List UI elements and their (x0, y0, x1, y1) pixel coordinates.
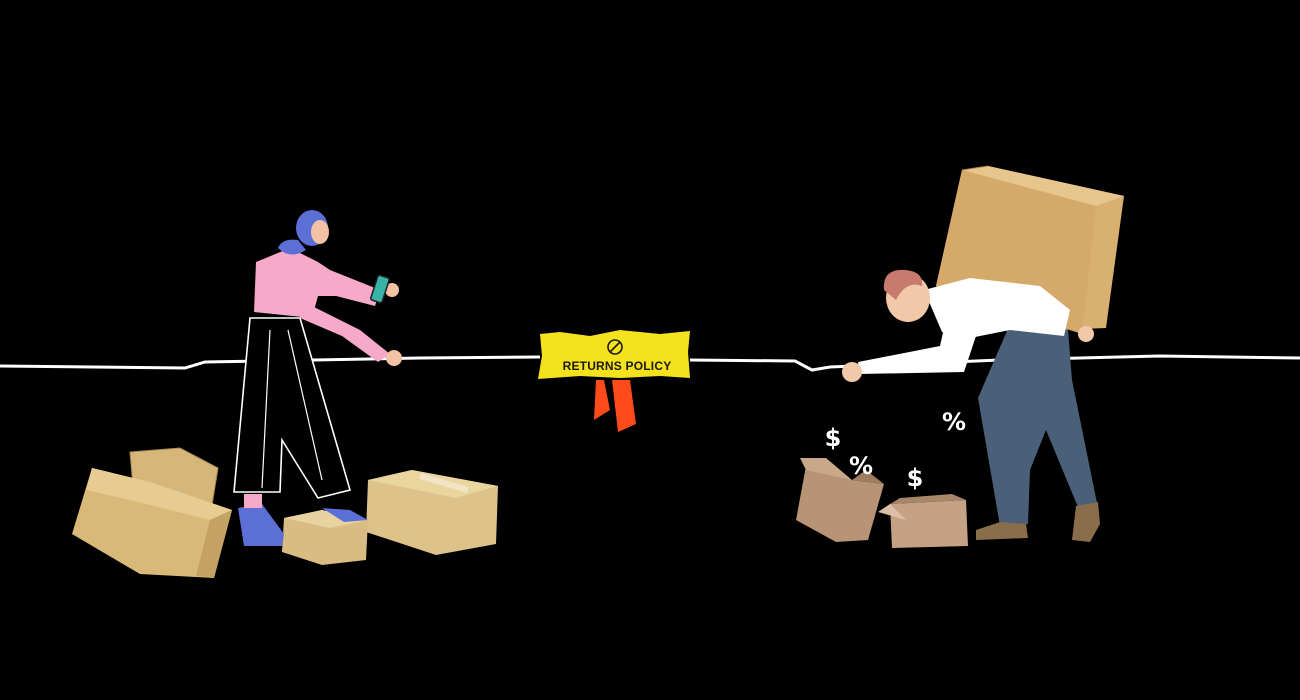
dollar-symbol: $ (825, 424, 842, 452)
returns-policy-sign: RETURNS POLICY (538, 330, 690, 432)
cardboard-box (282, 510, 368, 565)
sign-label: RETURNS POLICY (563, 359, 672, 373)
sign-ribbon (612, 380, 636, 432)
open-cardboard-box (878, 494, 968, 548)
percent-symbol: % (942, 408, 966, 436)
man-carrying-box (842, 165, 1124, 542)
dollar-symbol: $ (907, 464, 924, 492)
left-box-stack (72, 447, 498, 578)
open-cardboard-box (796, 458, 884, 542)
woman-pulling-rope (233, 210, 402, 546)
rope (0, 354, 1300, 372)
cardboard-box (72, 468, 232, 578)
prohibited-icon (607, 339, 623, 355)
right-open-boxes: $ % $ % (796, 408, 968, 548)
cardboard-box (366, 470, 498, 555)
sign-ribbon (594, 380, 610, 420)
percent-symbol: % (849, 452, 873, 480)
